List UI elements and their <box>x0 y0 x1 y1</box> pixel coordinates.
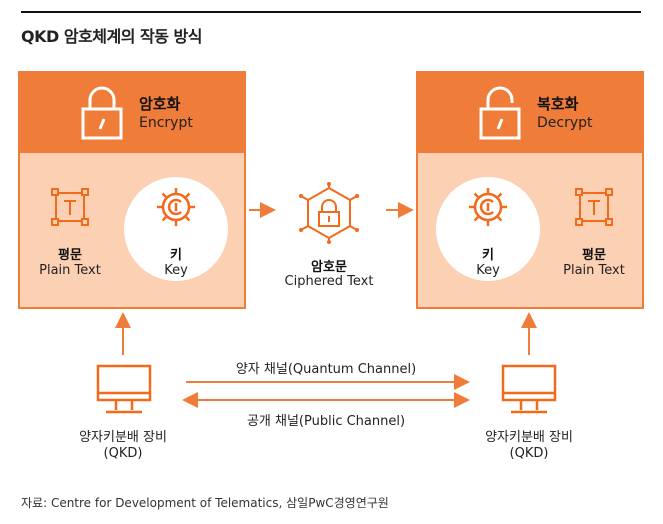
key-label-ko: 키 <box>482 248 494 263</box>
diagram-title: QKD 암호체계의 작동 방식 <box>21 27 202 46</box>
source-note: 자료: Centre for Development of Telematics… <box>21 496 389 510</box>
device-label-ko: 양자키분배 장비 <box>485 430 573 445</box>
document-icon <box>575 188 613 226</box>
gear-key-icon <box>157 188 195 226</box>
key-label-ko: 키 <box>170 248 182 263</box>
encrypt-subtitle: Encrypt <box>139 115 193 131</box>
encrypt-title: 암호화 <box>139 95 181 113</box>
device-label-ko: 양자키분배 장비 <box>79 430 167 445</box>
plaintext-label-en: Plain Text <box>563 263 625 278</box>
decrypt-header: 복호화 Decrypt <box>418 73 642 153</box>
encrypt-panel: 암호화 Encrypt 평문 Plain Text <box>18 71 246 309</box>
ciphertext-label-ko: 암호문 <box>311 260 347 275</box>
plaintext-label-ko: 평문 <box>58 248 82 263</box>
device-label-en: (QKD) <box>103 446 143 461</box>
document-icon <box>51 188 89 226</box>
key-label-en: Key <box>164 263 188 278</box>
plaintext-label-ko: 평문 <box>582 248 606 263</box>
monitor-icon <box>501 364 557 414</box>
ciphertext-label-en: Ciphered Text <box>284 274 374 289</box>
encrypt-header: 암호화 Encrypt <box>20 73 244 153</box>
top-rule <box>21 11 641 13</box>
plaintext-label-en: Plain Text <box>39 263 101 278</box>
device-label-en: (QKD) <box>509 446 549 461</box>
network-lock-icon <box>299 182 359 244</box>
decrypt-subtitle: Decrypt <box>537 115 593 131</box>
lock-closed-icon <box>81 86 123 140</box>
monitor-icon <box>96 364 152 414</box>
decrypt-title: 복호화 <box>537 95 579 113</box>
lock-open-icon <box>479 86 521 140</box>
public-channel-label: 공개 채널(Public Channel) <box>246 414 406 429</box>
gear-key-icon <box>469 188 507 226</box>
key-label-en: Key <box>476 263 500 278</box>
quantum-channel-label: 양자 채널(Quantum Channel) <box>235 362 417 377</box>
decrypt-panel: 복호화 Decrypt 키 Key 평문 Pla <box>416 71 644 309</box>
